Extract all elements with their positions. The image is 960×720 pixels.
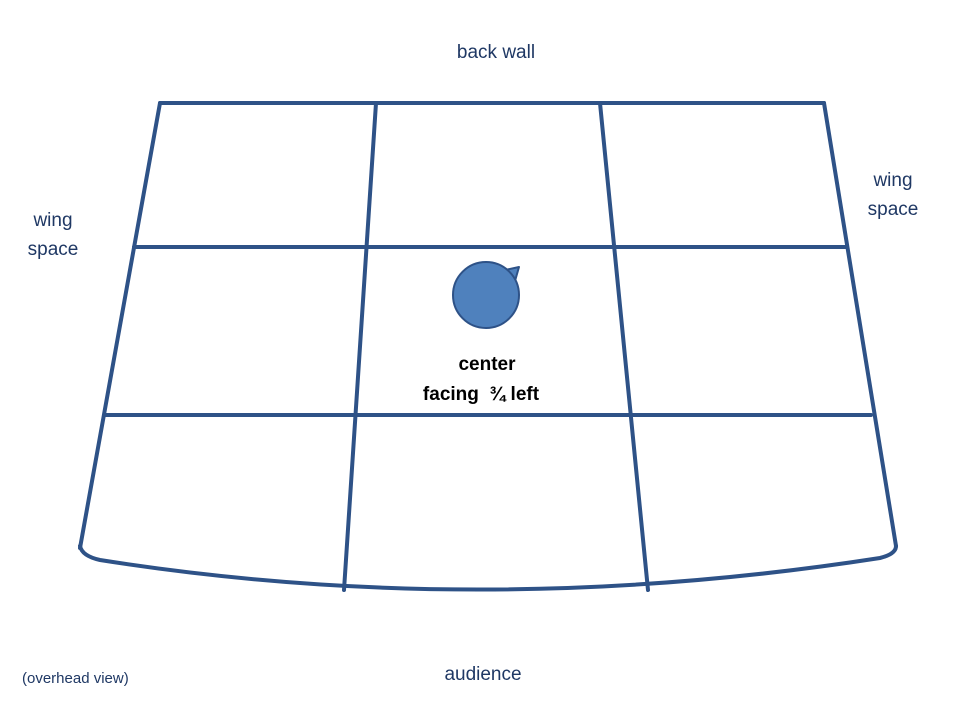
wing-left-line-1: wing (33, 210, 73, 231)
wing-right-line-1: wing (873, 170, 913, 191)
right-edge-line (822, 101, 898, 548)
wing-space-right-label: wing space (840, 166, 946, 224)
audience-label: audience (444, 664, 522, 685)
actor-circle (452, 261, 520, 329)
column-divider-left (342, 101, 378, 592)
stage-grid (78, 101, 898, 592)
left-edge-line (78, 101, 162, 550)
wing-space-left-label: wing space (0, 206, 106, 264)
back-wall-label: back wall (456, 42, 536, 63)
actor-marker (452, 261, 520, 329)
wing-right-line-2: space (867, 199, 919, 220)
column-divider-right (598, 101, 650, 592)
apron-curve (78, 544, 898, 592)
facing-label: facing ¾ left (422, 384, 540, 405)
center-label: center (458, 354, 516, 375)
overhead-view-caption: (overhead view) (22, 670, 129, 687)
wing-left-line-2: space (27, 239, 79, 260)
